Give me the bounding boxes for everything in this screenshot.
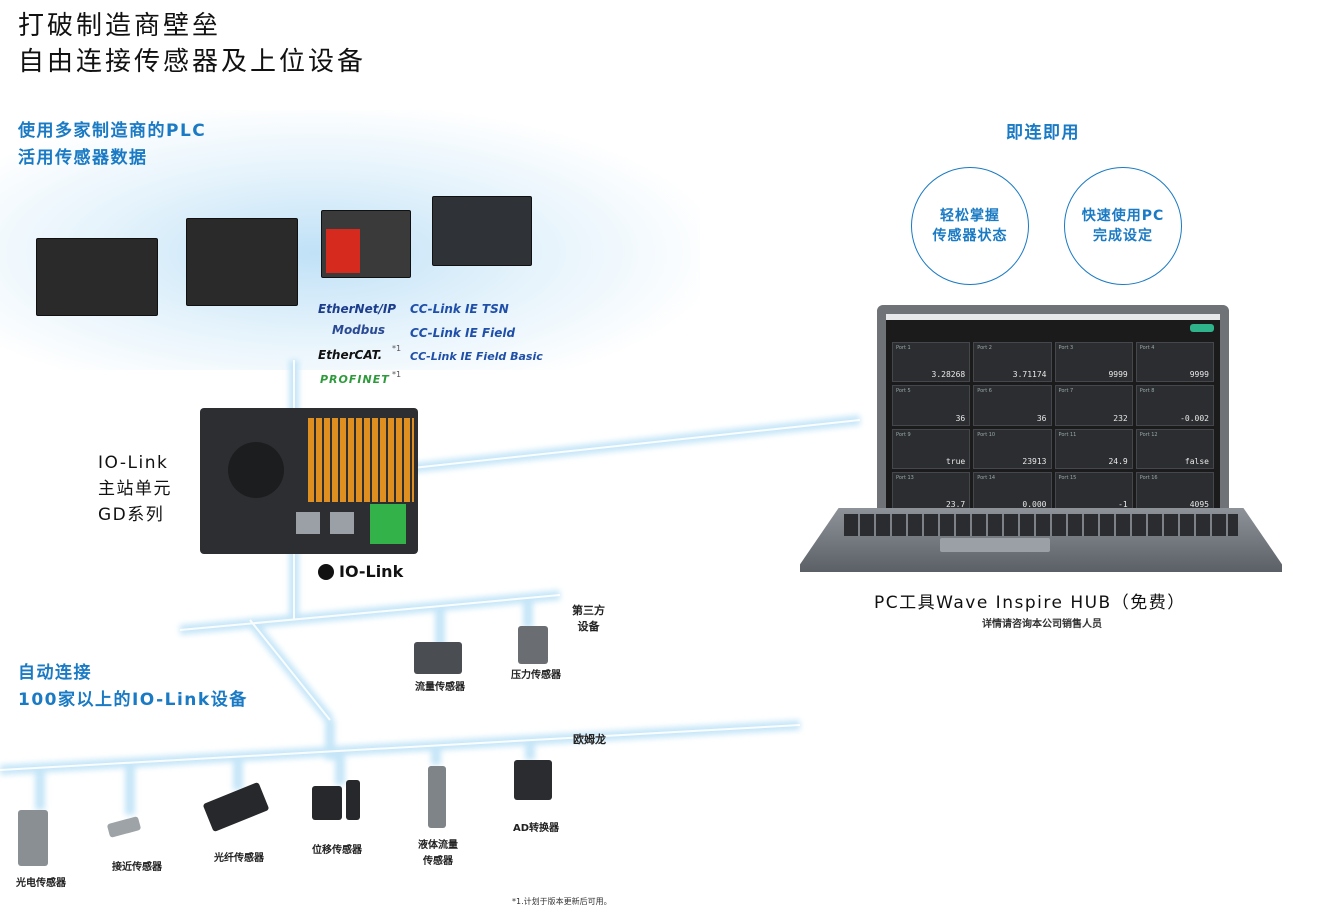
screen-value: 36 [955,413,966,423]
laptop-keyboard [800,508,1282,572]
flow-sensor-label: 流量传感器 [415,682,465,693]
fiber-sensor-label: 光纤传感器 [214,853,264,864]
third-party-label: 第三方 设备 [572,603,605,635]
proximity-sensor-label: 接近传感器 [112,862,162,873]
master-label-line-2: 主站单元 [98,479,172,499]
plc-heading-line-1: 使用多家制造商的PLC [18,121,207,141]
flow-sensor-image [414,642,462,674]
screen-value: true [945,456,966,466]
circle-status-line-1: 轻松掌握 [940,208,1000,224]
screen-value: 23.7 [945,500,966,509]
pressure-sensor-label: 压力传感器 [511,670,561,681]
iolink-logo: IO-Link [318,562,403,581]
screen-cell: Port 15-1 [1054,471,1133,512]
circle-status-line-2: 传感器状态 [932,228,1008,244]
screen-value: -0.002 [1180,413,1209,423]
plc-heading: 使用多家制造商的PLC 活用传感器数据 [18,118,206,172]
circle-status: 轻松掌握 传感器状态 [911,167,1029,285]
plc-unit-3 [321,210,411,278]
auto-heading-line-2: 100家以上的IO-Link设备 [18,690,248,710]
screen-value: false [1184,456,1209,466]
auto-heading: 自动连接 100家以上的IO-Link设备 [18,660,248,714]
third-party-line-2: 设备 [577,620,600,633]
pressure-sensor-image [518,626,548,664]
photo-sensor-label: 光电传感器 [16,878,66,889]
ready-heading: 即连即用 [1006,123,1080,143]
ethernet-ip-logo: EtherNet/IP [318,302,397,316]
ad-converter-label: AD转换器 [513,823,560,834]
displacement-sensor-image [312,786,342,820]
iolink-circle-icon [318,563,334,580]
page-title: 打破制造商壁垒 自由连接传感器及上位设备 [18,8,366,80]
screen-value: 0.000 [1022,500,1047,509]
omron-label: 欧姆龙 [573,733,606,746]
liquid-flow-line-2: 传感器 [423,856,453,867]
screen-value: 232 [1113,413,1128,423]
iolink-master-unit [200,408,418,554]
title-line-2: 自由连接传感器及上位设备 [18,47,367,77]
screen-value: 36 [1036,413,1047,423]
displacement-amp-image [346,780,360,820]
screen-value: 24.9 [1108,456,1128,466]
cc-link-field-logo: CC-Link IE Field [410,326,516,340]
screen-value: 3.71174 [1012,370,1047,380]
tool-subtitle: 详情请咨询本公司销售人员 [982,619,1102,630]
screen-value: 9999 [1108,370,1128,380]
iolink-logo-text: IO-Link [339,562,404,581]
liquid-flow-sensor-image [428,766,446,828]
master-label: IO-Link 主站单元 GD系列 [98,450,172,528]
plc-heading-line-2: 活用传感器数据 [18,148,148,168]
displacement-sensor-label: 位移传感器 [312,845,362,856]
screen-cell: Port 8-0.002 [1135,385,1214,426]
ethercat-note: *1 [392,344,402,353]
circle-setup-line-2: 完成设定 [1093,228,1153,244]
profinet-logo: PROFINET [320,373,390,386]
circle-setup: 快速使用PC 完成设定 [1064,167,1182,285]
liquid-flow-sensor-label: 液体流量 传感器 [418,838,458,870]
modbus-logo: Modbus [332,323,386,337]
screen-value: 3.28268 [931,370,966,380]
master-label-line-3: GD系列 [98,505,165,525]
cc-link-tsn-logo: CC-Link IE TSN [410,302,509,316]
screen-value: 9999 [1189,370,1209,380]
circle-setup-line-1: 快速使用PC [1081,208,1165,224]
liquid-flow-line-1: 液体流量 [418,840,458,851]
tool-title: PC工具Wave Inspire HUB（免费） [874,593,1186,613]
footnote: *1.计划于版本更新后可用。 [512,897,612,906]
screen-value: -1 [1118,500,1128,509]
profinet-note: *1 [392,370,402,379]
auto-heading-line-1: 自动连接 [18,663,92,683]
ad-converter-image [514,760,552,800]
screen-value: 4095 [1189,500,1209,509]
title-line-1: 打破制造商壁垒 [18,11,222,41]
photo-sensor-image [18,810,48,866]
plc-unit-1 [36,238,158,316]
plc-unit-4 [432,196,532,266]
plc-unit-2 [186,218,298,306]
screen-value: 23913 [1022,456,1047,466]
ethercat-logo: EtherCAT. [318,348,383,362]
master-label-line-1: IO-Link [98,453,169,473]
third-party-line-1: 第三方 [572,604,605,617]
cc-link-basic-logo: CC-Link IE Field Basic [410,350,543,363]
